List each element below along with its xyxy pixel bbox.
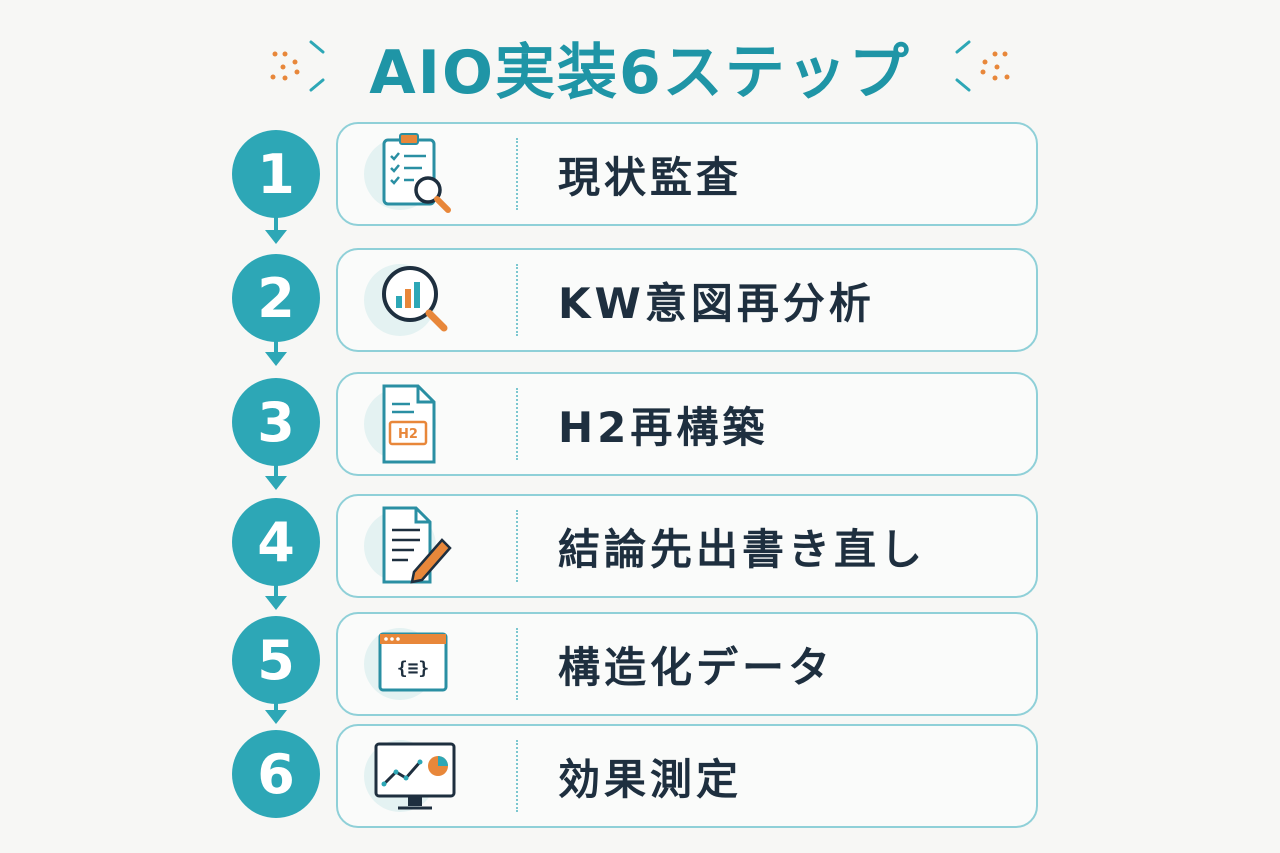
step-label-5: 構造化データ <box>558 642 835 692</box>
page-title: AIO実装6ステップ <box>369 37 911 108</box>
step-arrow <box>265 476 287 490</box>
step-number-5: 5 <box>232 616 320 704</box>
header: AIO実装6ステップ <box>0 22 1280 112</box>
step-card-3: H2 H2再構築 <box>336 372 1038 476</box>
h2-document-icon: H2 <box>382 384 436 464</box>
step-number-3: 3 <box>232 378 320 466</box>
step-connector <box>274 464 278 482</box>
divider <box>516 264 518 336</box>
divider <box>516 510 518 582</box>
divider <box>516 388 518 460</box>
step-number-4: 4 <box>232 498 320 586</box>
monitor-analytics-icon <box>374 742 456 810</box>
divider <box>516 138 518 210</box>
divider <box>516 628 518 700</box>
step-connector <box>274 340 278 358</box>
step-card-6: 効果測定 <box>336 724 1038 828</box>
svg-text:{≡}: {≡} <box>397 658 430 679</box>
code-window-icon: {≡} <box>378 632 448 692</box>
step-label-3: H2再構築 <box>558 402 769 452</box>
step-label-4: 結論先出書き直し <box>558 524 927 574</box>
sparkle-right-icon <box>955 40 1010 92</box>
step-arrow <box>265 230 287 244</box>
step-label-6: 効果測定 <box>558 754 743 804</box>
clipboard-search-icon <box>382 133 451 213</box>
step-label-1: 現状監査 <box>558 152 743 202</box>
step-connector <box>274 702 278 714</box>
step-number-1: 1 <box>232 130 320 218</box>
step-card-2: KW意図再分析 <box>336 248 1038 352</box>
step-arrow <box>265 710 287 724</box>
step-number-2: 2 <box>232 254 320 342</box>
svg-text:H2: H2 <box>398 427 418 442</box>
step-connector <box>274 214 278 234</box>
step-label-2: KW意図再分析 <box>558 278 875 328</box>
step-card-5: {≡} 構造化データ <box>336 612 1038 716</box>
step-card-1: 現状監査 <box>336 122 1038 226</box>
step-connector <box>274 584 278 602</box>
document-pencil-icon <box>382 506 452 584</box>
step-card-4: 結論先出書き直し <box>336 494 1038 598</box>
divider <box>516 740 518 812</box>
step-arrow <box>265 352 287 366</box>
step-arrow <box>265 596 287 610</box>
sparkle-left-icon <box>270 40 325 92</box>
step-number-6: 6 <box>232 730 320 818</box>
magnifier-chart-icon <box>382 266 448 332</box>
